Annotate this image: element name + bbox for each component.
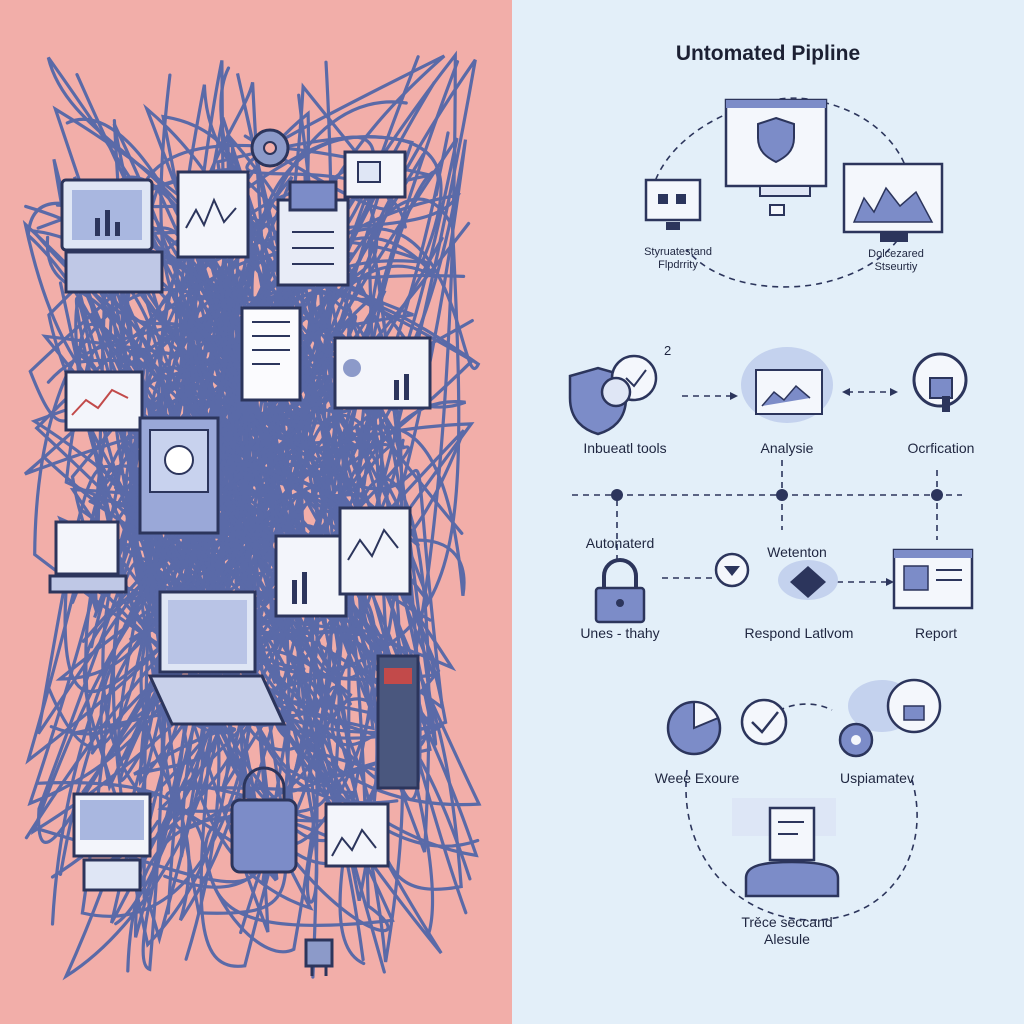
- locked-monitor-icon: [644, 178, 702, 230]
- line-chart-monitor-icon: [64, 370, 144, 432]
- document-icon: [240, 306, 302, 402]
- report-screen-icon: [333, 336, 432, 410]
- bottom-cycle-connector: [685, 769, 918, 921]
- label-ocrfication: Ocrfication: [907, 440, 975, 456]
- gear-icon: [250, 128, 290, 168]
- tower-device-icon: [376, 654, 420, 790]
- ocrfication-gear-icon: [912, 352, 968, 412]
- pie-chart-icon: [666, 700, 722, 756]
- superscript-label: 2: [664, 343, 672, 358]
- laptop-icon: [147, 590, 287, 726]
- padlock-icon: [594, 558, 646, 624]
- check-bubble-icon: [740, 698, 788, 746]
- respond-shield-icon: [714, 552, 838, 600]
- timeline-node-right: [931, 489, 943, 501]
- tangled-cables-panel: [0, 0, 512, 1024]
- shield-tools-icon: [568, 354, 658, 436]
- robot-monitor-icon: [138, 416, 220, 535]
- monitor-bottom-left-icon: [72, 792, 152, 892]
- label-report: Report: [914, 625, 958, 641]
- label-weee-exoure: Weee Exoure: [654, 770, 740, 786]
- pipeline-title: Untomated Pipline: [675, 42, 861, 65]
- chart-monitor-icon: [176, 170, 250, 259]
- label-wetenton: Wetenton: [767, 544, 827, 560]
- label-uspiamatev: Uspiamatev: [840, 770, 914, 786]
- cable-line: [47, 60, 436, 972]
- label-analysie: Analysie: [760, 440, 814, 456]
- laptop-icon-small: [48, 520, 128, 594]
- dual-monitor-icon: [274, 506, 412, 618]
- printer-icon: [343, 150, 407, 199]
- workstation-icon: [732, 798, 840, 898]
- area-chart-monitor-icon: [842, 162, 944, 242]
- report-window-icon: [892, 548, 974, 610]
- lock-device-icon: [230, 766, 298, 874]
- plug-icon: [304, 938, 334, 976]
- label-inbueatl-tools: Inbueatl tools: [583, 440, 667, 456]
- analysis-chart-icon: [741, 347, 833, 423]
- label-respond-latlvom: Respond Latlvom: [744, 625, 854, 641]
- monitor-icon: [60, 178, 164, 294]
- automated-pipeline-panel: Untomated Pipline: [512, 0, 1024, 1024]
- timeline-node-left: [611, 489, 623, 501]
- pipeline-diagram: [568, 97, 974, 921]
- server-box-icon: [276, 180, 350, 287]
- timeline-node-mid: [776, 489, 788, 501]
- gear-lock-icon: [838, 678, 942, 758]
- label-unes-thahy: Unes - thahy: [580, 625, 660, 641]
- mountain-monitor-icon: [324, 802, 390, 868]
- tangled-cables-illustration: [22, 50, 482, 981]
- shield-browser-icon: [724, 98, 828, 216]
- label-autonaterd: Autonaterd: [585, 535, 655, 551]
